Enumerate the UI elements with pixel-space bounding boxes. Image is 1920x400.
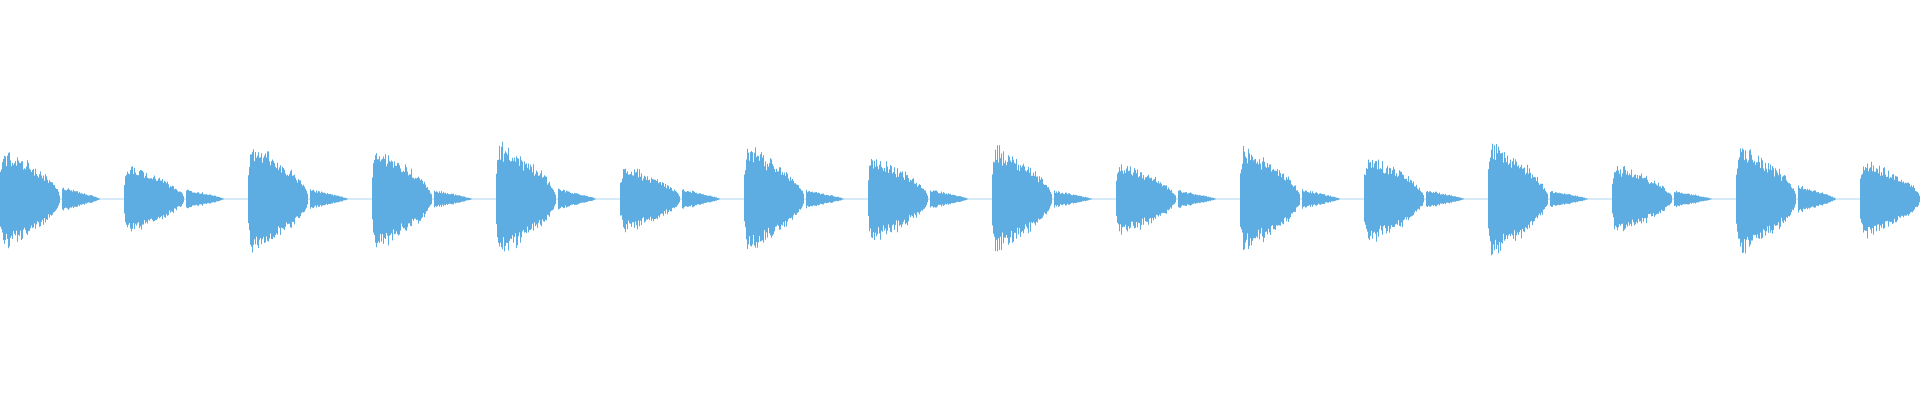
waveform-hit-path xyxy=(992,145,1092,252)
waveform-hit xyxy=(1860,161,1920,239)
waveform-hit xyxy=(744,147,844,249)
waveform-hit xyxy=(992,145,1092,252)
waveform-hit-path xyxy=(1612,166,1712,232)
waveform-hit-path xyxy=(1364,159,1464,242)
waveform-hit-path xyxy=(1240,146,1340,250)
waveform-hit-path xyxy=(868,159,968,241)
waveform-hit xyxy=(1364,159,1464,242)
waveform-hit-path xyxy=(1116,164,1216,235)
waveform-hit-path xyxy=(620,168,720,233)
waveform-hit-path xyxy=(496,141,596,252)
waveform-hit xyxy=(1612,166,1712,232)
waveform-hits xyxy=(0,141,1920,256)
waveform-hit xyxy=(1736,148,1836,254)
waveform-hit-path xyxy=(1736,148,1836,254)
waveform-hit-path xyxy=(1488,143,1588,256)
waveform-hit xyxy=(1116,164,1216,235)
waveform-hit xyxy=(372,153,472,248)
waveform-hit xyxy=(620,168,720,233)
waveform-hit xyxy=(124,166,224,232)
waveform-hit-path xyxy=(0,152,100,249)
waveform-hit-path xyxy=(124,166,224,232)
waveform-hit-path xyxy=(744,147,844,249)
waveform-hit-path xyxy=(248,149,348,253)
waveform-hit-path xyxy=(372,153,472,248)
waveform-hit xyxy=(868,159,968,241)
waveform-hit xyxy=(1488,143,1588,256)
waveform-hit xyxy=(248,149,348,253)
waveform-hit xyxy=(0,152,100,249)
waveform-hit xyxy=(496,141,596,252)
waveform-hit xyxy=(1240,146,1340,250)
waveform-hit-path xyxy=(1860,161,1920,239)
